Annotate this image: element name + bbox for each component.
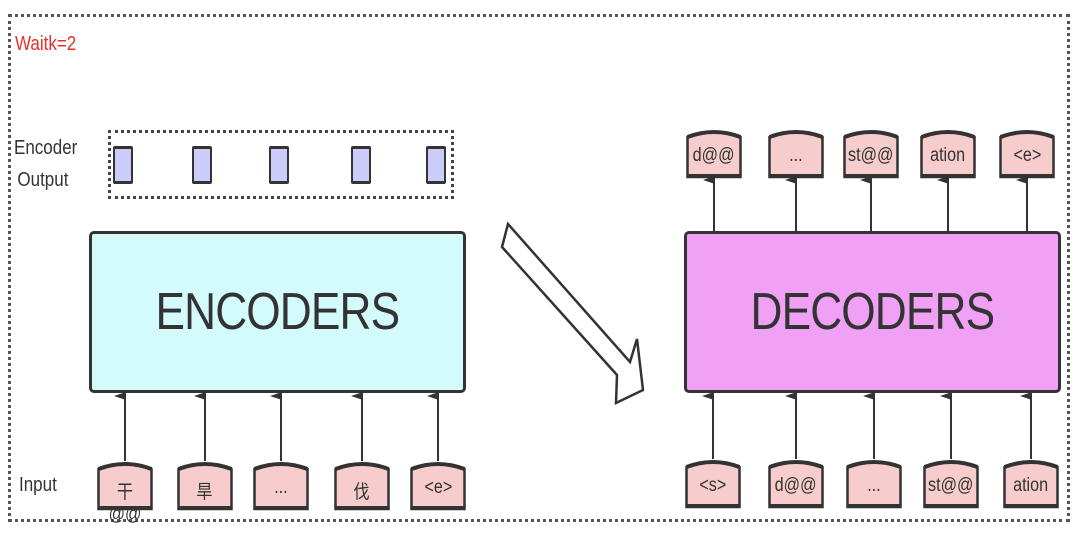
decoders-block: DECODERS — [684, 231, 1061, 393]
decoders-label: DECODERS — [750, 283, 996, 341]
encoder-output-box — [108, 130, 454, 199]
encoders-block: ENCODERS — [89, 231, 466, 393]
token-label: d@@ — [775, 475, 817, 496]
input-label: Input — [19, 474, 57, 496]
diagram-frame — [8, 14, 1070, 522]
token-label: ... — [274, 477, 288, 498]
transition-arrow-icon — [500, 221, 645, 406]
encoder-output-label-line1: Encoder — [14, 137, 78, 159]
decoder-input-token: d@@ — [768, 457, 824, 509]
decoder-input-token: st@@ — [923, 457, 979, 509]
decoder-output-token: <e> — [999, 127, 1055, 179]
encoder-output-vector — [192, 146, 212, 184]
token-label: 伐 — [353, 482, 371, 503]
token-label: ... — [867, 475, 881, 496]
encoder-output-label-line2: Output — [17, 169, 69, 191]
encoder-input-token: 伐 — [334, 459, 390, 511]
decoder-input-token: <s> — [685, 457, 741, 509]
decoder-input-token: ation — [1003, 457, 1059, 509]
token-label: 干@@ — [108, 482, 142, 525]
token-label: <s> — [699, 475, 727, 496]
encoders-label: ENCODERS — [155, 283, 401, 341]
decoder-input-token: ... — [846, 457, 902, 509]
token-label: <e> — [1013, 145, 1041, 166]
decoder-output-token: ation — [920, 127, 976, 179]
token-label: ... — [789, 145, 803, 166]
token-label: 旱 — [196, 482, 214, 503]
encoder-output-vector — [269, 146, 289, 184]
token-label: d@@ — [693, 145, 735, 166]
encoder-output-vector — [113, 146, 133, 184]
waitk-title: Waitk=2 — [15, 33, 77, 55]
encoder-input-token: 旱 — [177, 459, 233, 511]
decoder-output-token: ... — [768, 127, 824, 179]
encoder-input-token: <e> — [410, 459, 466, 511]
encoder-input-token: 干@@ — [97, 459, 153, 525]
token-label: st@@ — [848, 145, 894, 166]
encoder-output-vector — [426, 146, 446, 184]
encoder-output-label: Encoder Output — [14, 132, 77, 196]
token-label: <e> — [424, 477, 452, 498]
encoder-output-vector — [351, 146, 371, 184]
decoder-output-token: st@@ — [843, 127, 899, 179]
token-label: ation — [930, 145, 966, 166]
token-label: ation — [1013, 475, 1049, 496]
encoder-input-token: ... — [253, 459, 309, 511]
token-label: st@@ — [928, 475, 974, 496]
decoder-output-token: d@@ — [686, 127, 742, 179]
